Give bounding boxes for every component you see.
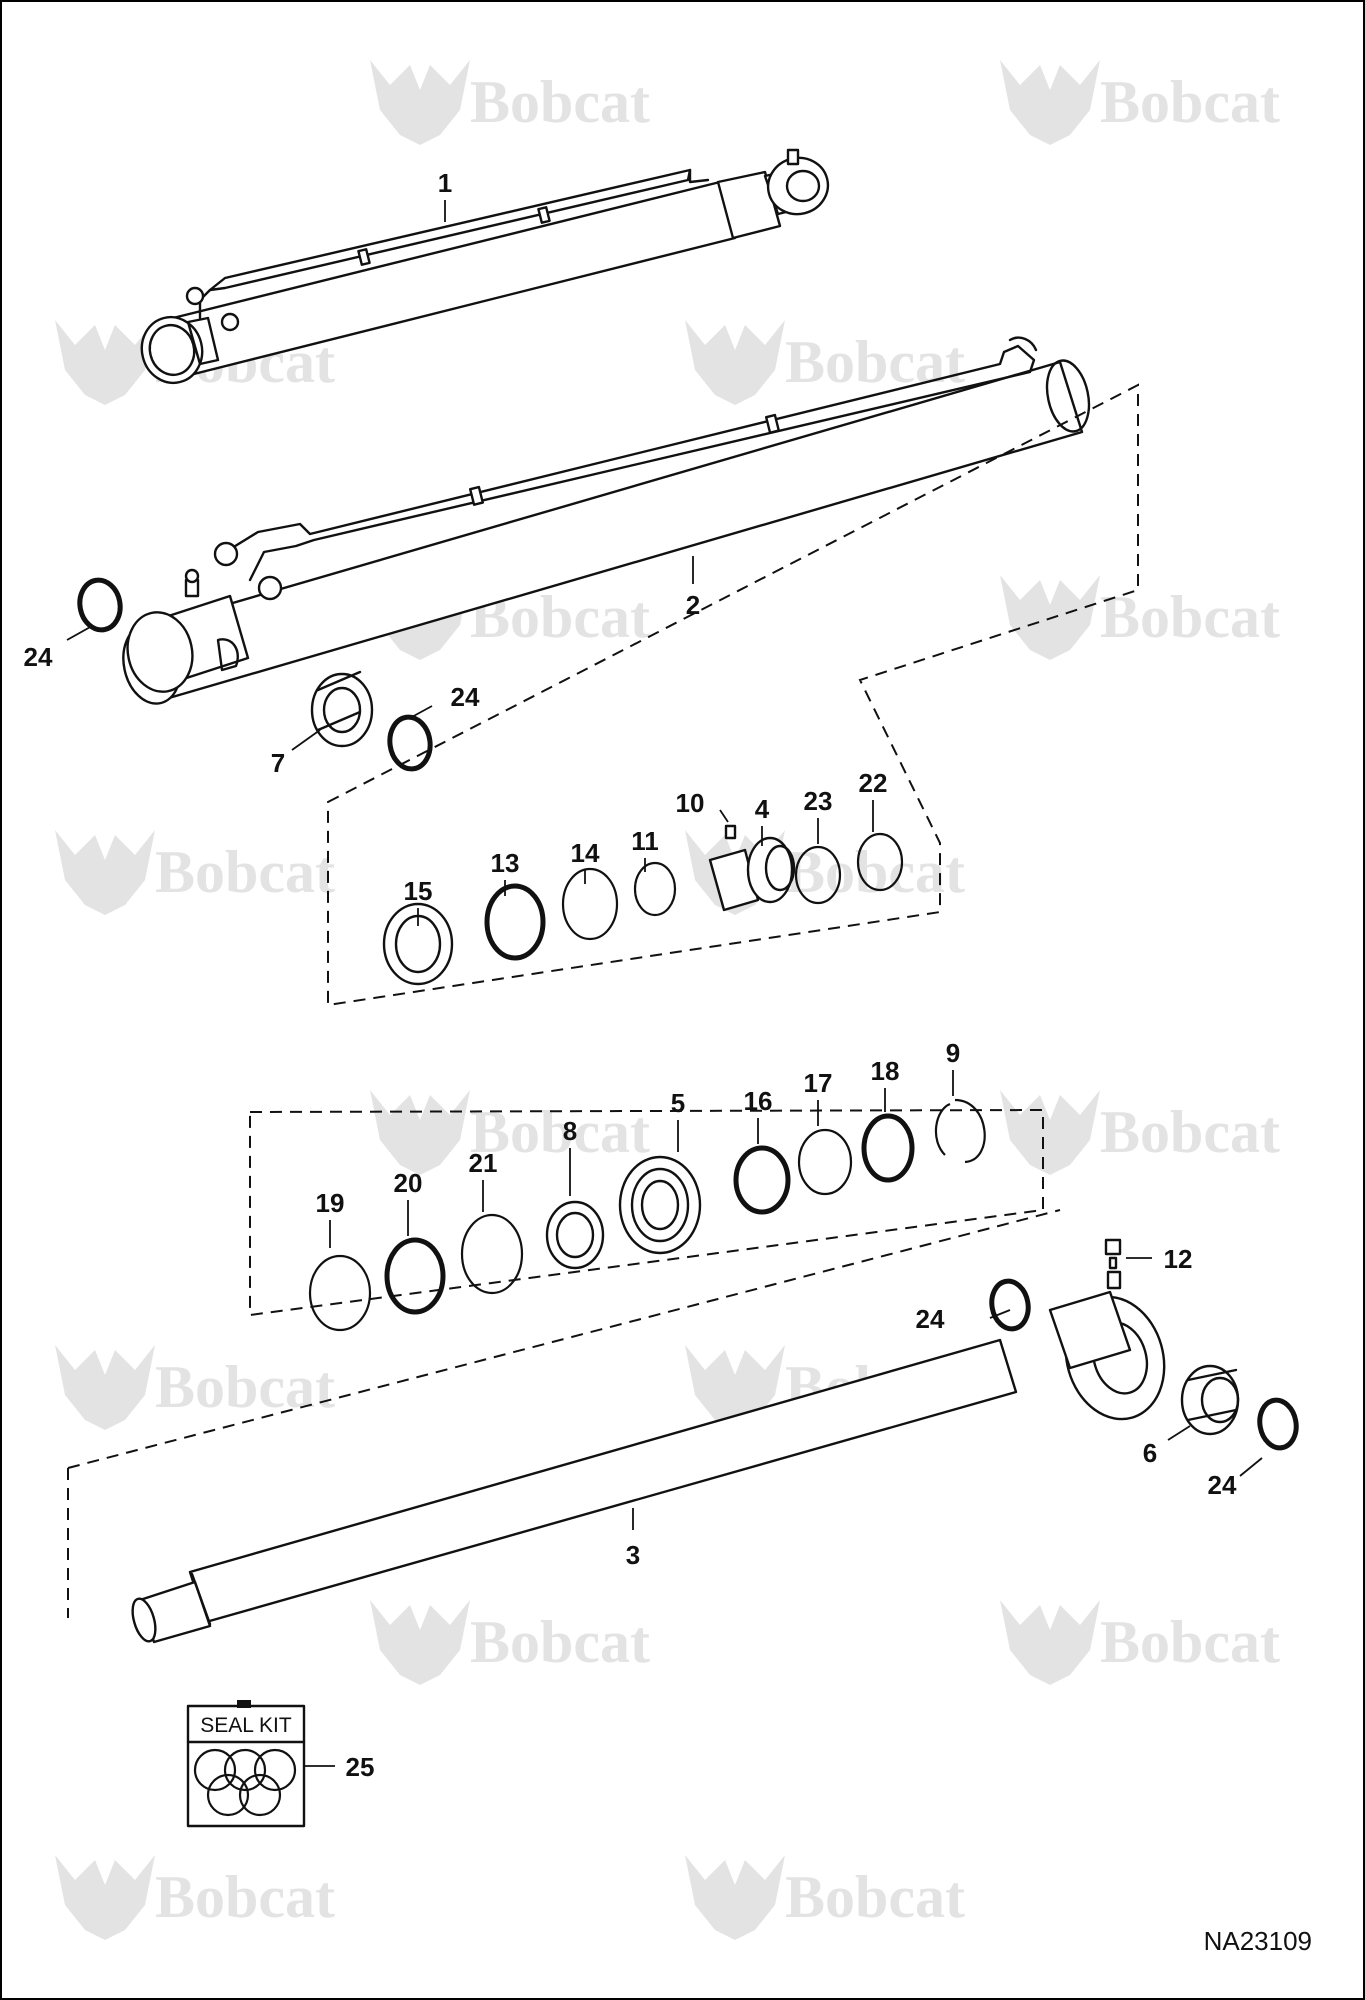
callout-16: 16 xyxy=(744,1086,773,1116)
callout-labels: 1 2 24 24 7 15 13 14 11 10 4 23 22 19 20… xyxy=(24,168,1237,1782)
callout-19: 19 xyxy=(316,1188,345,1218)
svg-text:Bobcat: Bobcat xyxy=(785,329,965,395)
part-14-ring xyxy=(561,867,619,941)
part-22-ring xyxy=(856,832,904,892)
callout-9: 9 xyxy=(946,1038,960,1068)
callout-24-b: 24 xyxy=(451,682,480,712)
part-18-seal xyxy=(861,1113,915,1183)
callout-18: 18 xyxy=(871,1056,900,1086)
callout-14: 14 xyxy=(571,838,600,868)
callout-24-c: 24 xyxy=(916,1304,945,1334)
svg-text:Bobcat: Bobcat xyxy=(470,1099,650,1165)
svg-text:Bobcat: Bobcat xyxy=(470,1609,650,1675)
part-4-piston xyxy=(708,836,796,912)
gland-parts-row xyxy=(308,1098,986,1332)
watermark: Bobcat xyxy=(55,1855,335,1940)
svg-text:Bobcat: Bobcat xyxy=(155,839,335,905)
piston-parts-row1 xyxy=(382,824,904,986)
part-2-barrel xyxy=(122,336,1091,705)
callout-4: 4 xyxy=(755,794,770,824)
seal-ring-24-right xyxy=(1257,1397,1299,1451)
part-23-ring xyxy=(794,845,842,905)
callout-15: 15 xyxy=(404,876,433,906)
callout-25: 25 xyxy=(346,1752,375,1782)
callout-7: 7 xyxy=(271,748,285,778)
svg-text:Bobcat: Bobcat xyxy=(1100,69,1280,135)
watermark: Bobcat xyxy=(55,1345,335,1430)
callout-21: 21 xyxy=(469,1148,498,1178)
watermark: Bobcat xyxy=(370,1600,650,1685)
part-8-bushing xyxy=(545,1200,605,1270)
svg-text:Bobcat: Bobcat xyxy=(1100,584,1280,650)
part-19-ring xyxy=(308,1254,372,1332)
svg-text:Bobcat: Bobcat xyxy=(785,839,965,905)
part-10-set-screw xyxy=(724,824,737,840)
part-9-snap-ring xyxy=(934,1098,986,1164)
callout-5: 5 xyxy=(671,1088,685,1118)
callout-24-a: 24 xyxy=(24,642,53,672)
svg-text:Bobcat: Bobcat xyxy=(1100,1609,1280,1675)
svg-text:Bobcat: Bobcat xyxy=(470,69,650,135)
watermark: Bobcat xyxy=(370,1090,650,1175)
leader-lines xyxy=(66,200,1263,1767)
callout-8: 8 xyxy=(563,1116,577,1146)
svg-text:Bobcat: Bobcat xyxy=(155,1354,335,1420)
part-3-piston-rod xyxy=(131,1270,1166,1644)
svg-text:Bobcat: Bobcat xyxy=(155,1864,335,1930)
part-17-ring xyxy=(797,1128,853,1196)
part-6-bushing xyxy=(1180,1364,1240,1436)
callout-2: 2 xyxy=(686,590,700,620)
svg-text:Bobcat: Bobcat xyxy=(785,1864,965,1930)
rod-box-outline xyxy=(67,1209,1061,1618)
watermark: Bobcat xyxy=(1000,1600,1280,1685)
callout-23: 23 xyxy=(804,786,833,816)
bushing-7 xyxy=(310,670,374,748)
callout-22: 22 xyxy=(859,768,888,798)
seal-ring-24-upper xyxy=(387,714,433,772)
seal-kit-title: SEAL KIT xyxy=(200,1714,292,1737)
svg-text:Bobcat: Bobcat xyxy=(1100,1099,1280,1165)
watermark: Bobcat xyxy=(55,830,335,915)
callout-12: 12 xyxy=(1164,1244,1193,1274)
part-11-ring xyxy=(633,861,677,917)
callout-13: 13 xyxy=(491,848,520,878)
watermark: Bobcat xyxy=(685,320,965,405)
seal-kit-box: SEAL KIT xyxy=(186,1700,306,1828)
watermark: Bobcat xyxy=(1000,60,1280,145)
part-15-wear-ring xyxy=(382,902,454,986)
callout-24-d: 24 xyxy=(1208,1470,1237,1500)
piston-box-outline xyxy=(327,383,1139,1007)
part-20-ring xyxy=(384,1237,446,1315)
part-1-cylinder-assembly xyxy=(140,148,830,385)
callout-1: 1 xyxy=(438,168,452,198)
watermark: Bobcat xyxy=(370,60,650,145)
part-21-ring xyxy=(460,1213,524,1295)
figure-code: NA23109 xyxy=(1204,1926,1312,1956)
watermark: Bobcat xyxy=(1000,1090,1280,1175)
callout-3: 3 xyxy=(626,1540,640,1570)
part-13-seal xyxy=(484,883,546,961)
part-16-seal xyxy=(733,1145,791,1215)
callout-10: 10 xyxy=(676,788,705,818)
part-12-grease-fitting xyxy=(1104,1238,1122,1270)
watermark: Bobcat xyxy=(1000,575,1280,660)
part-5-gland xyxy=(618,1155,702,1255)
callout-17: 17 xyxy=(804,1068,833,1098)
callout-11: 11 xyxy=(631,826,659,856)
gland-box-outline xyxy=(249,1108,1044,1317)
seal-ring-24-rod xyxy=(989,1278,1031,1332)
callout-6: 6 xyxy=(1143,1438,1157,1468)
callout-20: 20 xyxy=(394,1168,423,1198)
watermark: Bobcat xyxy=(685,1855,965,1940)
seal-ring-24-left xyxy=(77,577,123,633)
